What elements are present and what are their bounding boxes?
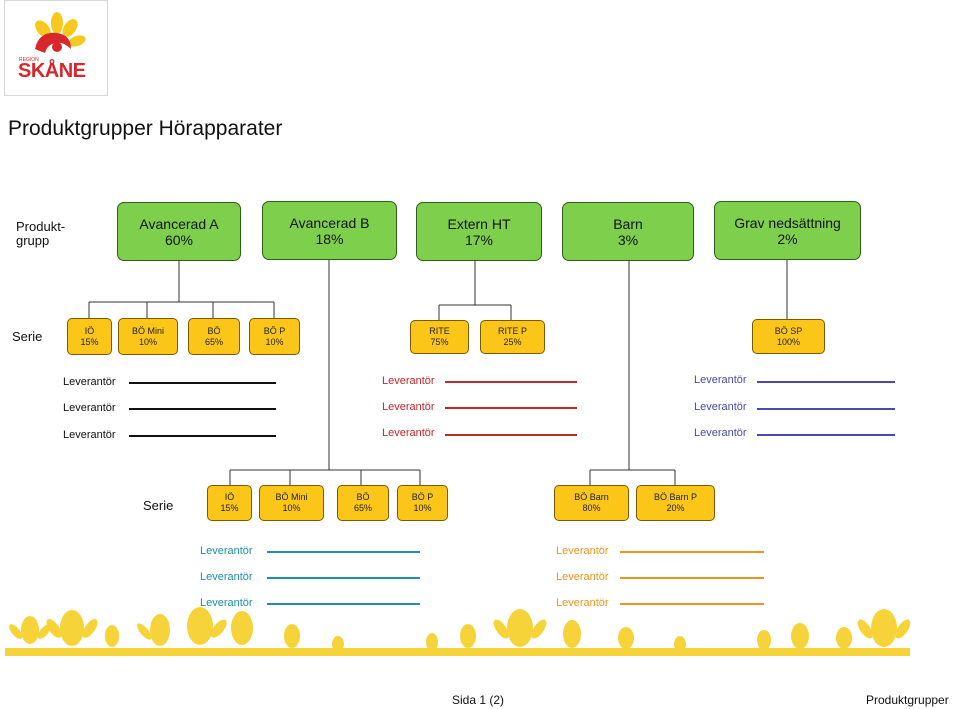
series-name: IÖ [84,325,95,336]
leverantor-label: Leverantör [200,571,253,583]
label-serie-2: Serie [143,498,174,513]
series-box: BÖ SP 100% [752,319,825,354]
label-serie-1: Serie [12,329,43,344]
series-box: IÖ 15% [67,318,112,355]
leverantor-label: Leverantör [382,401,435,413]
decorative-sun-band-icon [5,607,911,656]
series-box: BÖ Barn 80% [554,485,629,521]
series-box: BÖ 65% [337,485,389,521]
series-box: RITE P 25% [480,320,545,354]
griffin-sun-icon [35,12,86,53]
series-name: BÖ Barn [574,492,609,502]
leverantor-label: Leverantör [63,376,116,388]
series-box: BÖ Barn P 20% [636,485,715,521]
footer-page-number: Sida 1 (2) [452,693,505,707]
series-pct: 25% [503,337,522,347]
series-name: RITE [429,326,450,336]
group-box: Avancerad B 18% [262,201,397,260]
series-name: BÖ Mini [275,492,308,502]
series-pct: 80% [582,503,601,513]
group-pct: 17% [464,231,494,248]
leverantor-label: Leverantör [63,402,116,414]
series-pct: 10% [138,336,157,347]
series-name: BÖ SP [774,325,803,336]
group-pct: 18% [315,230,344,247]
logo-region-text: REGION [19,57,39,63]
leverantor-label: Leverantör [556,597,609,609]
group-name: Extern HT [447,215,511,232]
leverantor-label: Leverantör [63,429,116,441]
series-box: BÖ P 10% [397,485,448,521]
leverantor-label: Leverantör [694,401,747,413]
group-pct: 60% [164,231,194,248]
group-name: Grav nedsättning [734,214,841,231]
group-box: Grav nedsättning 2% [714,201,861,260]
series-name: RITE P [497,326,527,336]
logo-skane-text: SKÅNE [18,60,86,82]
region-skane-logo: REGION SKÅNE [4,0,108,96]
group-name: Avancerad A [139,215,219,232]
series-box: BÖ 65% [188,318,240,355]
leverantor-label: Leverantör [200,545,253,557]
page-title: Produktgrupper Hörapparater [8,117,283,140]
series-name: BÖ P [411,492,434,502]
series-box: BÖ Mini 10% [118,318,178,355]
leverantor-label: Leverantör [200,597,253,609]
series-pct: 10% [265,336,284,347]
group-box: Extern HT 17% [416,202,542,261]
group-box: Avancerad A 60% [117,202,241,261]
series-box: RITE 75% [410,320,469,354]
series-pct: 15% [220,503,239,513]
series-box: IÖ 15% [207,485,252,521]
leverantor-label: Leverantör [556,545,609,557]
label-produktgrupp: Produkt- grupp [16,219,66,248]
group-pct: 3% [617,231,639,248]
series-box: BÖ P 10% [249,318,300,355]
leverantor-label: Leverantör [694,427,747,439]
series-pct: 10% [282,503,301,513]
footer-doc-title: Produktgrupper [866,693,949,707]
group-pct: 2% [777,230,798,247]
series-pct: 65% [204,336,223,347]
group-box: Barn 3% [562,202,694,261]
series-pct: 100% [776,336,801,347]
series-name: BÖ [207,325,221,336]
series-name: BÖ P [263,325,286,336]
series-name: BÖ Barn P [653,492,698,502]
series-name: BÖ Mini [131,325,164,336]
leverantor-label: Leverantör [382,375,435,387]
series-pct: 75% [430,337,449,347]
series-name: BÖ [356,492,370,502]
leverantor-label: Leverantör [382,427,435,439]
series-pct: 10% [413,503,432,513]
series-box: BÖ Mini 10% [259,485,324,521]
series-pct: 65% [353,503,372,513]
group-name: Barn [613,215,643,232]
series-pct: 20% [666,503,685,513]
leverantor-label: Leverantör [694,374,747,386]
group-name: Avancerad B [289,214,370,231]
leverantor-label: Leverantör [556,571,609,583]
series-pct: 15% [80,336,99,347]
series-name: IÖ [224,492,235,502]
